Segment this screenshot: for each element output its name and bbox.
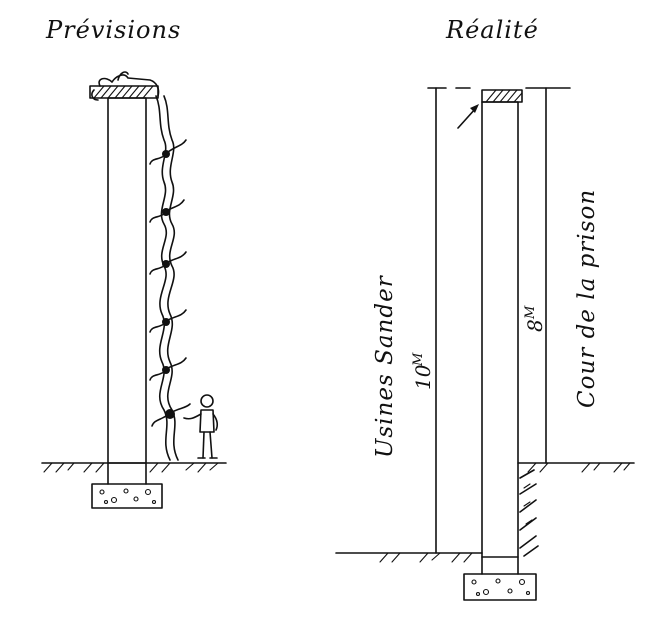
label-cour-de-la-prison: Cour de la prison (574, 189, 600, 408)
left-foundation (91, 483, 163, 509)
measurement-inner-wall-height: 8 M (523, 305, 547, 332)
rope-knot (149, 199, 185, 223)
right-wall (481, 101, 519, 558)
knotted-sheet-rope (149, 95, 191, 461)
rope-anchor (91, 71, 160, 101)
left-scene (41, 71, 227, 509)
measurement-inner-value: 8 (523, 319, 547, 332)
retained-earth-hatching (519, 469, 539, 557)
left-wall (107, 97, 147, 464)
rope-knot (149, 139, 187, 165)
label-usines-sander: Usines Sander (372, 274, 398, 458)
rope-knot (149, 309, 187, 333)
rope-knot (149, 251, 187, 275)
measurement-outer-unit: M (411, 352, 426, 367)
measurement-inner-unit: M (523, 305, 538, 320)
small-man-figure (183, 394, 219, 459)
left-ground-line (41, 462, 227, 485)
rope-knot (149, 357, 187, 381)
right-scene: Usines Sander Cour de la prison 10 M 8 M (335, 87, 635, 601)
coping-arrow (457, 104, 479, 129)
courtyard-ground-line (517, 462, 635, 473)
title-previsions: Prévisions (45, 16, 181, 44)
rope-knot (151, 403, 191, 427)
measurement-outer-value: 10 (411, 364, 435, 390)
title-realite: Réalité (445, 16, 539, 44)
right-coping (481, 89, 523, 103)
measurement-outer-wall-height: 10 M (411, 352, 435, 390)
right-foundation (463, 556, 537, 601)
left-coping (89, 85, 159, 99)
factory-ground-line (335, 552, 483, 563)
